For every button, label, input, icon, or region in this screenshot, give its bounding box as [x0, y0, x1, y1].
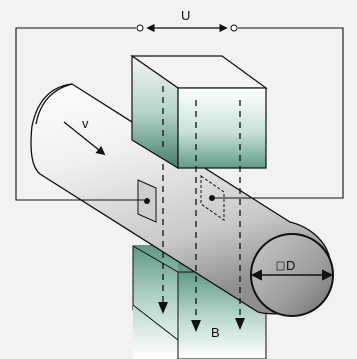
diameter-label: D	[286, 258, 295, 273]
electrode-back	[200, 175, 225, 221]
upper-magnet	[130, 54, 268, 170]
lower-magnet	[132, 245, 267, 359]
field-label: B	[211, 325, 220, 340]
field-lines-upper	[162, 86, 241, 168]
electrode-front	[137, 179, 157, 223]
circuit-wires	[15, 27, 344, 201]
pipe-end	[250, 233, 334, 317]
velocity-arrow	[63, 121, 106, 156]
velocity-label: v	[82, 116, 89, 131]
field-arrowheads	[158, 302, 245, 332]
terminals	[136, 24, 238, 32]
voltage-label: U	[181, 8, 190, 23]
